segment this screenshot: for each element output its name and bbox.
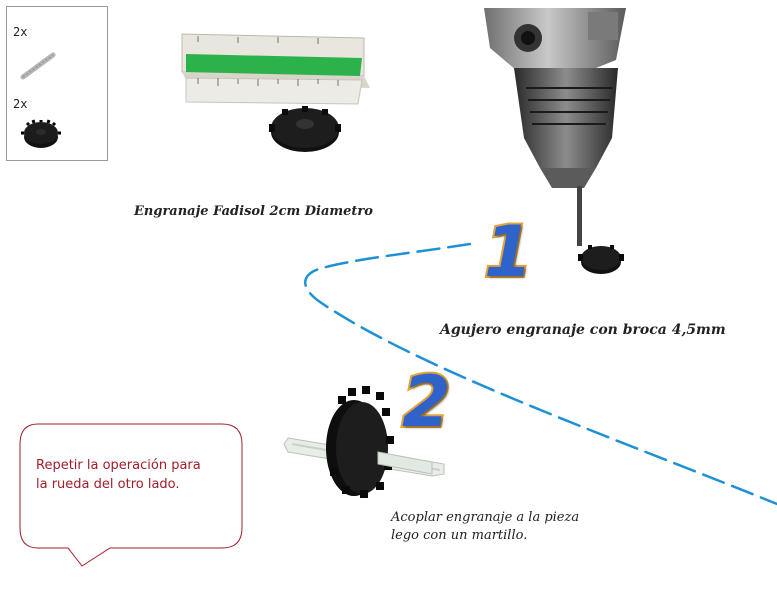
note-line2: la rueda del otro lado. [36,477,180,492]
lego-axle-icon [20,52,56,80]
gear-icon [21,119,61,148]
step-1-number: 1 [482,210,535,294]
axle-quantity: 2x [13,25,28,39]
step-2-caption: Acoplar engranaje a la pieza lego con un… [391,509,579,545]
note-line1: Repetir la operación para [36,458,201,473]
gear-title-caption: Engranaje Fadisol 2cm Diametro [134,204,373,219]
step-2-caption-line2: lego con un martillo. [391,528,528,543]
note-speech-bubble [19,423,243,567]
parts-list-box: 2x 2x [6,6,108,161]
step-2-caption-line1: Acoplar engranaje a la pieza [391,510,580,525]
drill-press-photo [484,8,626,274]
note-text: Repetir la operación para la rueda del o… [36,456,201,494]
step-1-caption: Agujero engranaje con broca 4,5mm [440,322,726,338]
gear-on-axle-photo [283,386,445,498]
gear-quantity: 2x [13,97,28,111]
step-2-number: 2 [400,360,453,444]
ruler-with-gear-photo [181,33,370,152]
